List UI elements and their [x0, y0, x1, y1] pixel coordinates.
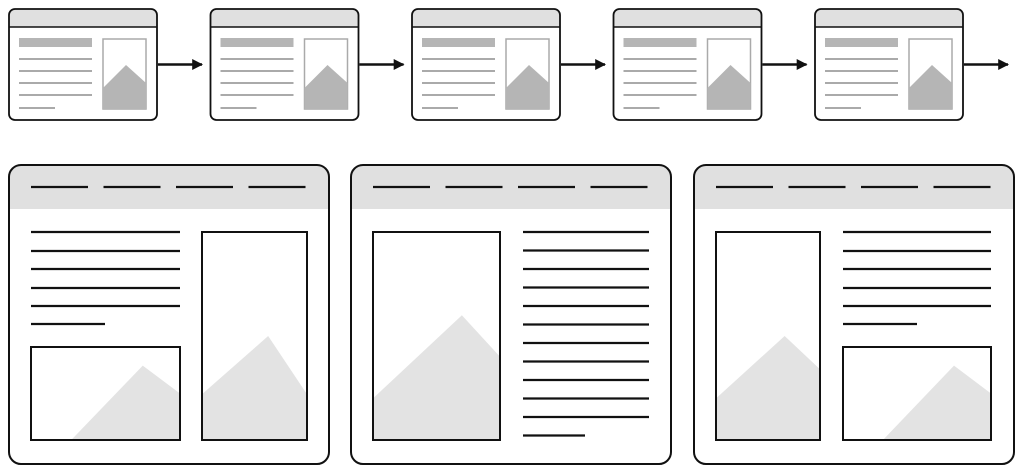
thumbnail-text-line: [220, 82, 294, 84]
thumbnail-text-line: [825, 70, 898, 72]
thumbnail-image-mountain: [103, 65, 146, 109]
page-thumbnail: [209, 8, 360, 121]
panel-border: [350, 164, 672, 465]
panel-content: [351, 165, 671, 464]
layout-panel-text-and-small-image-left-tall-image-right: [8, 164, 330, 465]
thumbnail-border: [612, 8, 763, 121]
thumbnail-text-line: [19, 58, 92, 60]
thumbnail-image-mountain: [909, 65, 952, 109]
page-thumbnail: [814, 8, 964, 121]
thumbnail-content: [613, 9, 762, 120]
thumbnail-text-line: [19, 94, 92, 96]
thumbnail-text-line: [825, 94, 898, 96]
thumbnail-text-line: [825, 82, 898, 84]
image-mountain-icon: [373, 315, 500, 440]
panel-border: [693, 164, 1015, 465]
panel-border: [8, 164, 330, 465]
thumbnail-text-line: [220, 107, 257, 109]
thumbnail-border: [209, 8, 360, 121]
layout-panels: [8, 164, 1015, 465]
thumbnail-text-line: [623, 107, 660, 109]
thumbnail-text-line: [220, 58, 294, 60]
thumbnail-text-line: [422, 58, 495, 60]
thumbnail-border: [8, 8, 158, 121]
thumbnail-content: [412, 9, 560, 120]
thumbnail-border: [411, 8, 561, 121]
thumbnail-text-line: [422, 94, 495, 96]
thumbnail-title-bar: [422, 38, 495, 47]
panel-content: [9, 165, 329, 464]
panel-body-content: [715, 230, 992, 441]
thumbnail-text-line: [422, 70, 495, 72]
thumbnail-text-line: [422, 82, 495, 84]
thumbnail-sequence: [8, 8, 964, 121]
layout-panel-tall-image-left-text-right: [350, 164, 672, 465]
thumbnail-title-bar: [220, 38, 294, 47]
thumbnail-text-line: [623, 58, 697, 60]
thumbnail-title-bar: [19, 38, 92, 47]
thumbnail-image-mountain: [707, 65, 751, 109]
thumbnail-text-line: [825, 58, 898, 60]
page-thumbnail: [612, 8, 763, 121]
thumbnail-image-mountain: [304, 65, 348, 109]
image-placeholder-frame: [372, 231, 501, 441]
thumbnail-header: [210, 9, 359, 27]
thumbnail-text-line: [825, 107, 861, 109]
thumbnail-text-line: [422, 107, 458, 109]
thumbnail-image-mountain: [506, 65, 549, 109]
thumbnail-content: [9, 9, 157, 120]
thumbnail-text-line: [623, 70, 697, 72]
thumbnail-border: [814, 8, 964, 121]
thumbnail-text-line: [623, 94, 697, 96]
thumbnail-header: [412, 9, 560, 27]
thumbnail-content: [815, 9, 963, 120]
thumbnail-header: [815, 9, 963, 27]
thumbnail-text-line: [19, 107, 55, 109]
thumbnail-content: [210, 9, 359, 120]
thumbnail-title-bar: [825, 38, 898, 47]
thumbnail-text-line: [220, 70, 294, 72]
page-thumbnail: [8, 8, 158, 121]
image-placeholder-frame: [715, 231, 821, 441]
image-placeholder-frame: [201, 231, 308, 441]
page-thumbnail: [411, 8, 561, 121]
thumbnail-text-line: [19, 82, 92, 84]
image-mountain-icon: [882, 365, 991, 440]
layout-panel-tall-image-left-text-and-small-image-right: [693, 164, 1015, 465]
thumbnail-header: [9, 9, 157, 27]
image-placeholder-frame: [30, 346, 181, 441]
thumbnail-text-line: [19, 70, 92, 72]
image-placeholder-frame: [842, 346, 992, 441]
panel-content: [694, 165, 1014, 464]
thumbnail-title-bar: [623, 38, 697, 47]
image-mountain-icon: [716, 336, 820, 440]
image-mountain-icon: [202, 336, 307, 440]
panel-body-content: [372, 230, 649, 441]
thumbnail-header: [613, 9, 762, 27]
panel-body-content: [30, 230, 308, 441]
thumbnail-text-line: [623, 82, 697, 84]
thumbnail-text-line: [220, 94, 294, 96]
image-mountain-icon: [71, 365, 180, 440]
